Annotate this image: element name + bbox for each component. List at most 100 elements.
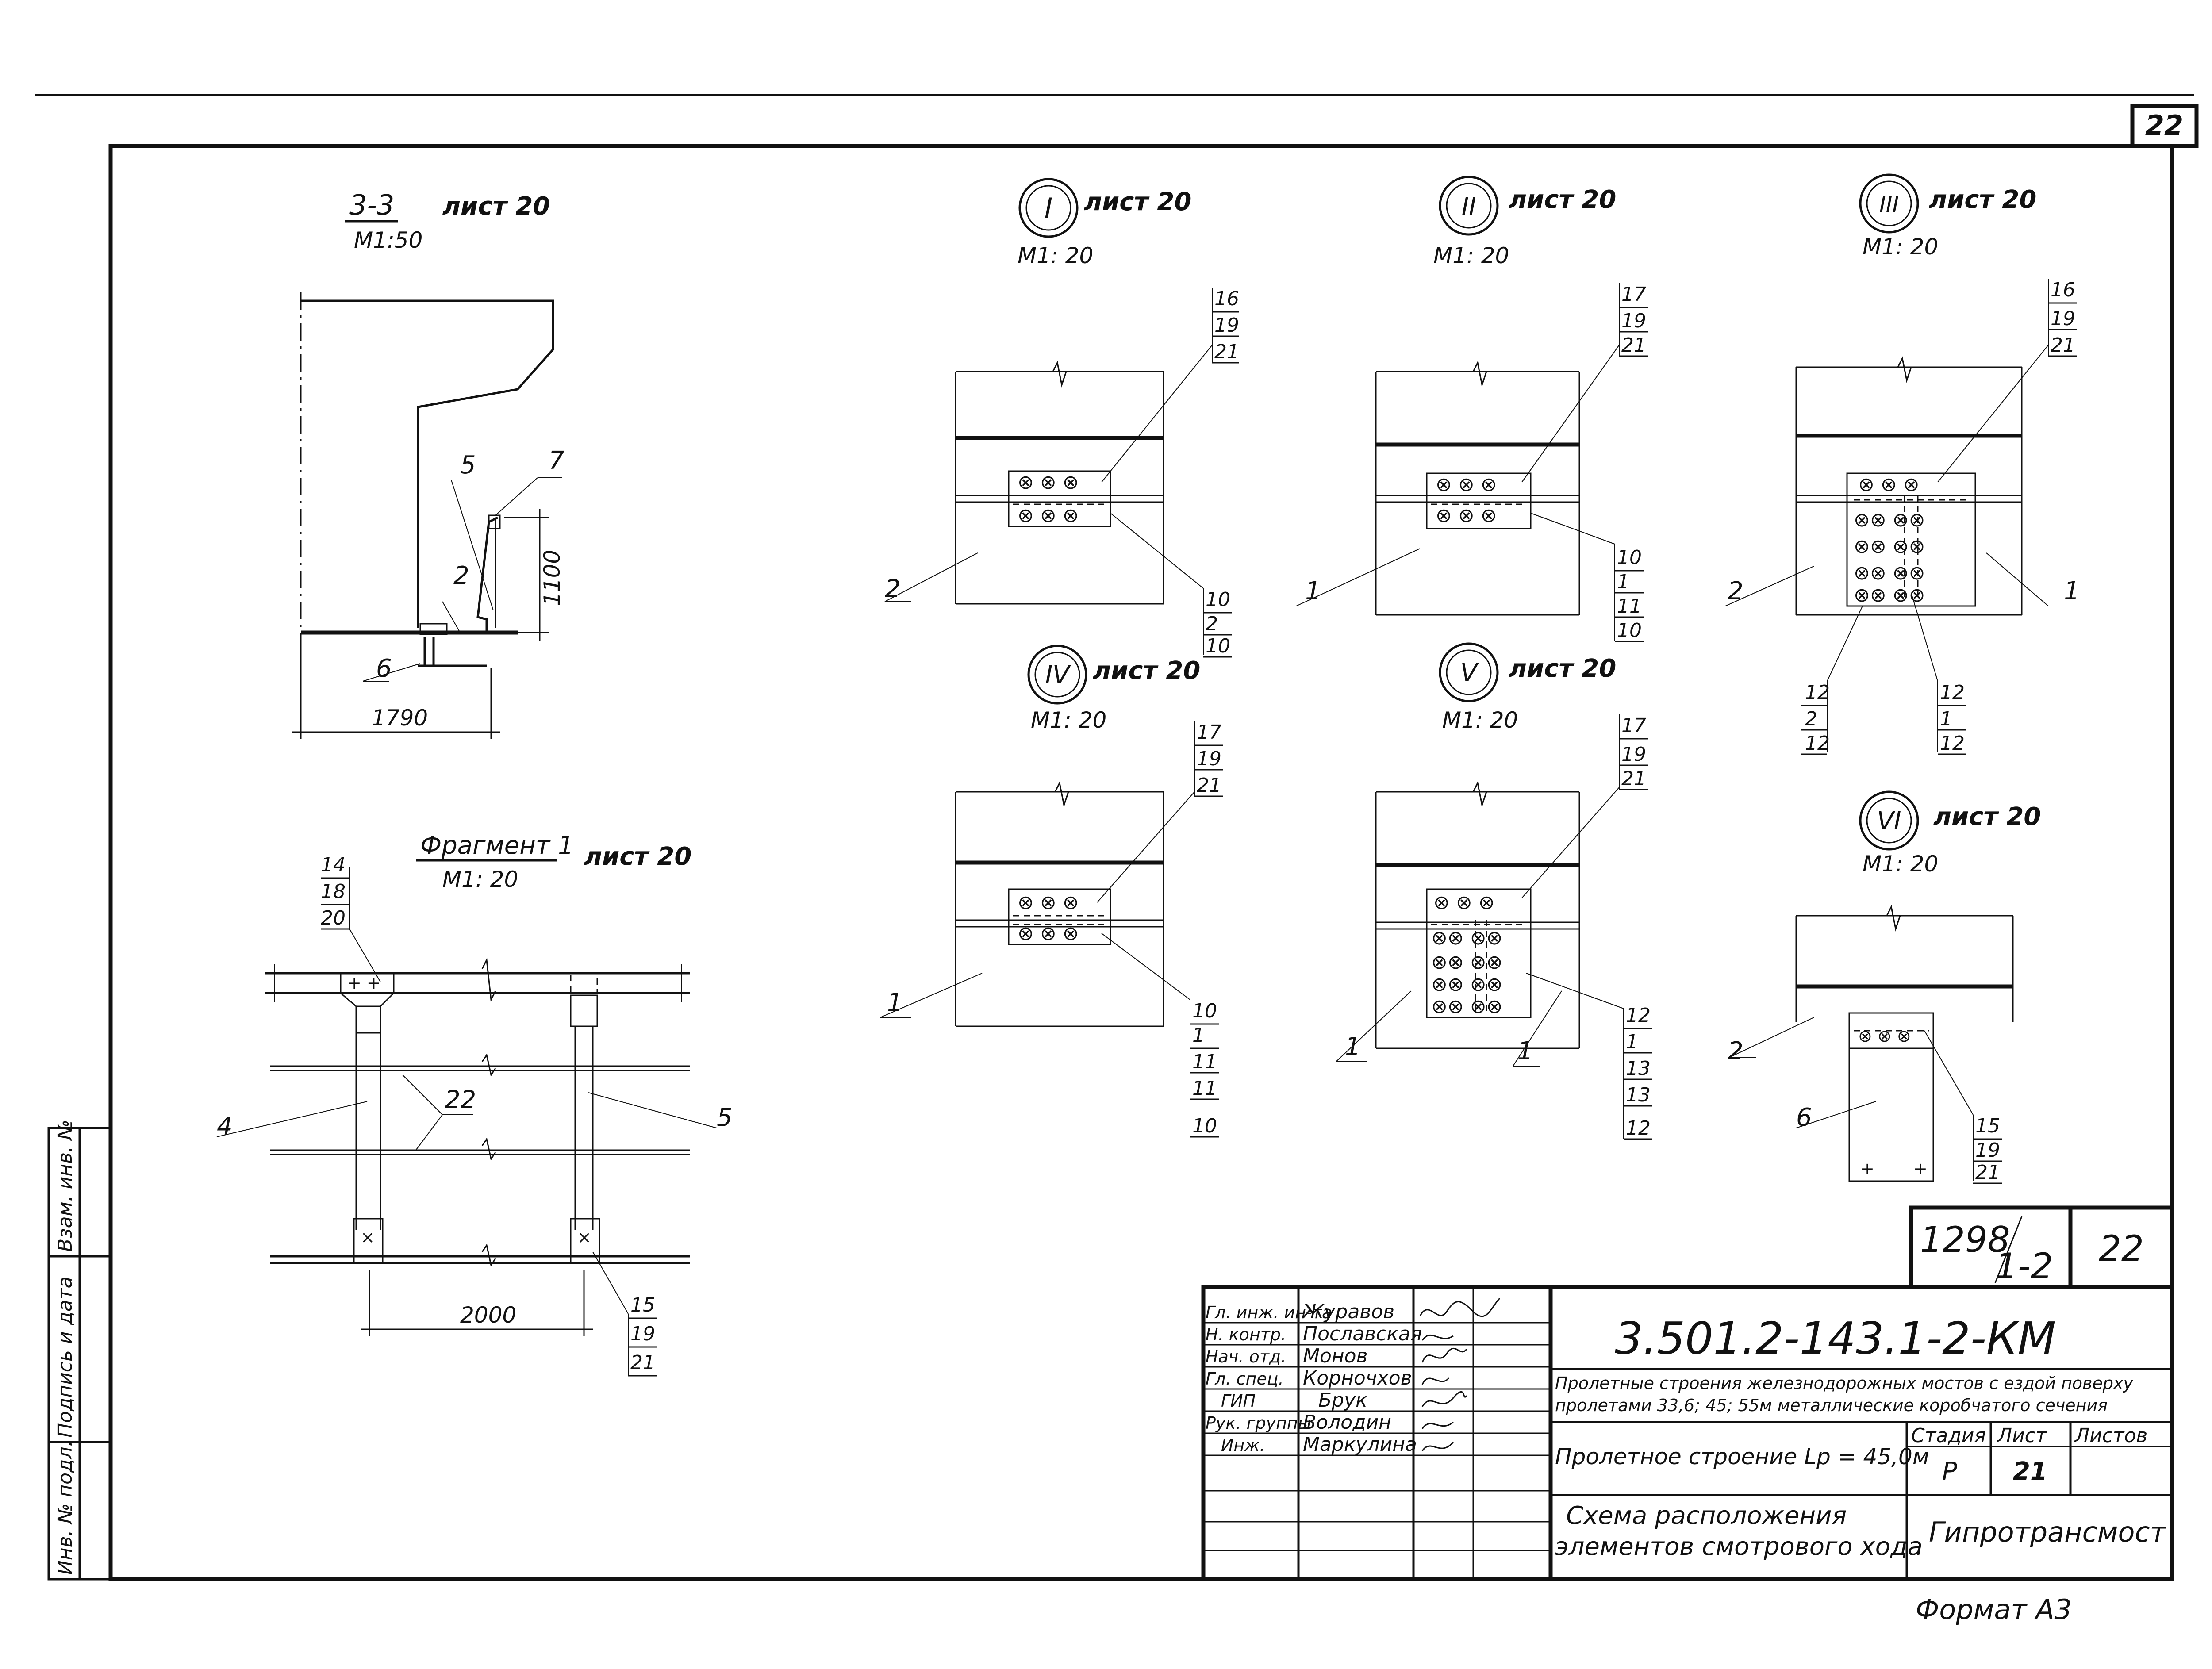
staff-name-2: Монов (1303, 1345, 1368, 1367)
node-V-label-1b: 1 (1517, 1037, 1533, 1066)
node-VI-scale: М1: 20 (1863, 851, 1938, 877)
node-II-top-1: 19 (1621, 310, 1646, 332)
section-scale: М1:50 (354, 227, 422, 253)
node-IV-top-1: 19 (1197, 748, 1221, 770)
node-III-top-1: 19 (2051, 307, 2075, 330)
svg-text:⊗ ⊗ ⊗: ⊗ ⊗ ⊗ (1858, 1026, 1911, 1046)
fragment-label-5: 5 (717, 1103, 733, 1132)
description-line1: Пролетные строения железнодорожных мосто… (1555, 1374, 2133, 1393)
node-II: II лист 20 М1: 20 ⊗ ⊗ ⊗ ⊗ ⊗ ⊗ 17 19 21 1… (1296, 176, 1648, 642)
node-I-top-2: 21 (1214, 341, 1239, 363)
fragment-scale: М1: 20 (442, 867, 518, 892)
node-VI-bottom-0: 15 (1975, 1115, 2000, 1137)
node-IV-scale: М1: 20 (1031, 707, 1106, 733)
node-V-bottom-2: 13 (1626, 1057, 1651, 1080)
node-I-label: 2 (885, 575, 901, 603)
node-VI-bottom-2: 21 (1975, 1161, 2000, 1184)
fragment-1: Фрагмент 1 лист 20 М1: 20 14 18 20 + + (216, 831, 733, 1377)
fragment-bottom-stack-0: 15 (630, 1294, 655, 1316)
sheet-value: 21 (2013, 1457, 2047, 1486)
staff-role-2: Нач. отд. (1206, 1347, 1286, 1366)
section-label-7: 7 (549, 446, 565, 475)
svg-text:+: + (1860, 1159, 1874, 1178)
node-IV-bottom-4: 10 (1192, 1115, 1217, 1137)
node-V-bottom-3: 13 (1626, 1084, 1651, 1106)
fragment-title: Фрагмент 1 (420, 831, 574, 860)
svg-text:⊗⊗ ⊗⊗: ⊗⊗ ⊗⊗ (1431, 995, 1502, 1018)
node-IV: IV лист 20 М1: 20 ⊗ ⊗ ⊗ ⊗ ⊗ ⊗ 17 19 21 1… (880, 645, 1223, 1138)
staff-role-1: Н. контр. (1206, 1325, 1286, 1344)
title-block: 1298 1-2 22 Гл. инж. ин-та Журавов Н. ко… (1201, 1205, 2174, 1581)
fragment-top-stack-2: 20 (321, 907, 346, 929)
node-V-scale: М1: 20 (1442, 707, 1518, 733)
part-title: Пролетное строение Lр = 45,0м (1555, 1444, 1929, 1469)
node-V-ref: лист 20 (1509, 654, 1616, 683)
format-label: Формат А3 (1916, 1593, 2072, 1626)
svg-text:⊗ ⊗ ⊗: ⊗ ⊗ ⊗ (1436, 473, 1497, 496)
node-I-top-0: 16 (1214, 288, 1239, 310)
staff-name-5: Володин (1303, 1411, 1391, 1434)
dim-1100: 1100 (539, 550, 565, 606)
album-number: 1298 (1920, 1219, 2010, 1260)
section-label-2: 2 (453, 561, 469, 590)
node-III-label-2: 2 (1728, 577, 1743, 606)
sheet-label: Лист (1997, 1424, 2047, 1447)
staff-name-3: Корночхов (1303, 1367, 1412, 1389)
node-III-left-2: 12 (1805, 732, 1830, 755)
svg-text:⊗⊗ ⊗⊗: ⊗⊗ ⊗⊗ (1854, 509, 1925, 531)
node-V-bottom-4: 12 (1626, 1117, 1651, 1140)
fragment-label-4: 4 (217, 1112, 233, 1141)
node-V-top-2: 21 (1621, 767, 1646, 790)
node-III-right-2: 12 (1940, 732, 1965, 755)
side-stamp-replace: Взам. инв. № (54, 1120, 77, 1252)
node-III-left-1: 2 (1805, 708, 1817, 730)
node-VI-label-6: 6 (1796, 1103, 1812, 1132)
svg-text:+ +: + + (347, 973, 381, 993)
node-III-scale: М1: 20 (1863, 234, 1938, 260)
node-IV-top-0: 17 (1197, 721, 1221, 744)
section-ref: лист 20 (442, 192, 550, 221)
dim-1790: 1790 (372, 705, 428, 731)
node-II-label: 1 (1305, 577, 1321, 606)
svg-text:⊗ ⊗ ⊗: ⊗ ⊗ ⊗ (1018, 922, 1079, 945)
description-line2: пролетами 33,6; 45; 55м металлические ко… (1555, 1396, 2108, 1415)
svg-text:×: × (361, 1228, 375, 1247)
staff-role-6: Инж. (1221, 1435, 1265, 1455)
corner-number: 22 (2145, 109, 2183, 142)
staff-role-0: Гл. инж. ин-та (1206, 1303, 1332, 1322)
staff-role-4: ГИП (1221, 1391, 1256, 1411)
svg-text:+: + (1913, 1159, 1928, 1178)
section-label-6: 6 (376, 654, 392, 683)
node-VI: VI лист 20 М1: 20 ⊗ ⊗ ⊗ + + 2 6 15 19 21 (1728, 790, 2041, 1184)
node-II-bottom-3: 10 (1617, 619, 1642, 642)
node-II-numeral: II (1461, 193, 1476, 222)
stage-value: Р (1942, 1457, 1957, 1486)
side-stamp: Инв. № подл. Подпись и дата Взам. инв. № (47, 1120, 112, 1581)
node-VI-label-2: 2 (1728, 1037, 1743, 1066)
node-III-top-2: 21 (2051, 334, 2075, 357)
node-VI-ref: лист 20 (1933, 802, 2041, 831)
node-VI-numeral: VI (1877, 807, 1901, 836)
svg-text:⊗ ⊗ ⊗: ⊗ ⊗ ⊗ (1018, 891, 1079, 914)
corner-number-box (2130, 104, 2199, 148)
svg-text:⊗⊗ ⊗⊗: ⊗⊗ ⊗⊗ (1431, 951, 1502, 974)
node-II-bottom-2: 11 (1617, 595, 1642, 618)
stage-label: Стадия (1911, 1424, 1986, 1447)
section-title: 3-3 (349, 189, 394, 221)
organization: Гипротрансмост (1929, 1516, 2167, 1548)
svg-text:⊗⊗ ⊗⊗: ⊗⊗ ⊗⊗ (1854, 584, 1925, 606)
svg-text:×: × (577, 1228, 591, 1247)
fragment-bottom-stack-2: 21 (630, 1351, 655, 1374)
node-III-ref: лист 20 (1929, 185, 2036, 214)
section-3-3: 3-3 лист 20 М1:50 5 7 2 6 1100 (292, 189, 565, 739)
drawing-frame (108, 144, 2174, 1581)
node-IV-bottom-1: 1 (1192, 1024, 1205, 1047)
node-I-scale: М1: 20 (1018, 243, 1093, 269)
node-III-left-0: 12 (1805, 681, 1830, 704)
node-IV-label: 1 (887, 988, 903, 1017)
staff-name-4: Брук (1318, 1389, 1367, 1412)
node-IV-bottom-3: 11 (1192, 1077, 1217, 1100)
node-V: V лист 20 М1: 20 ⊗ ⊗ ⊗ ⊗⊗ ⊗⊗ ⊗⊗ ⊗⊗ ⊗⊗ ⊗⊗… (1336, 642, 1652, 1140)
node-III-right-1: 1 (1940, 708, 1952, 730)
